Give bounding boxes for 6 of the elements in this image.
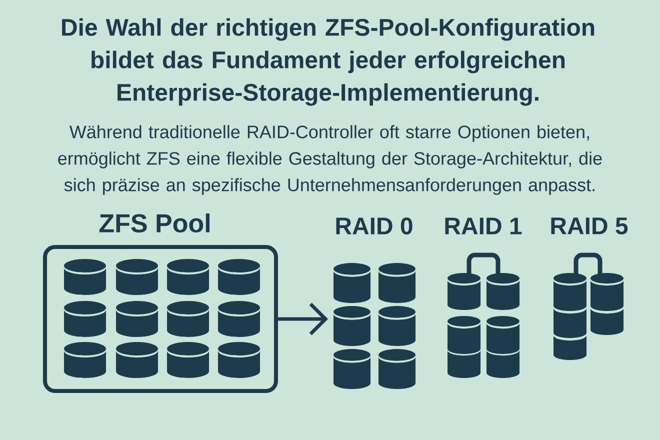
paragraph: Während traditionelle RAID-Controller oft starre Optionen bieten, ermöglicht ZFS eine flexible Gestaltung der Storage-Architektur, die sich präzise an spezifische Unternehmensanforderungen anpasst. xyxy=(58,125,602,195)
heading: ZFS Pool xyxy=(99,213,210,233)
heading: RAID 1 xyxy=(445,218,522,234)
heading: RAID 5 xyxy=(551,218,628,234)
heading: RAID 0 xyxy=(336,218,412,234)
title: Die Wahl der richtigen ZFS-Pool-Konfiguration bildet das Fundament jeder erfolgreichen Enterprise-Storage-Implementierung. xyxy=(62,18,594,106)
